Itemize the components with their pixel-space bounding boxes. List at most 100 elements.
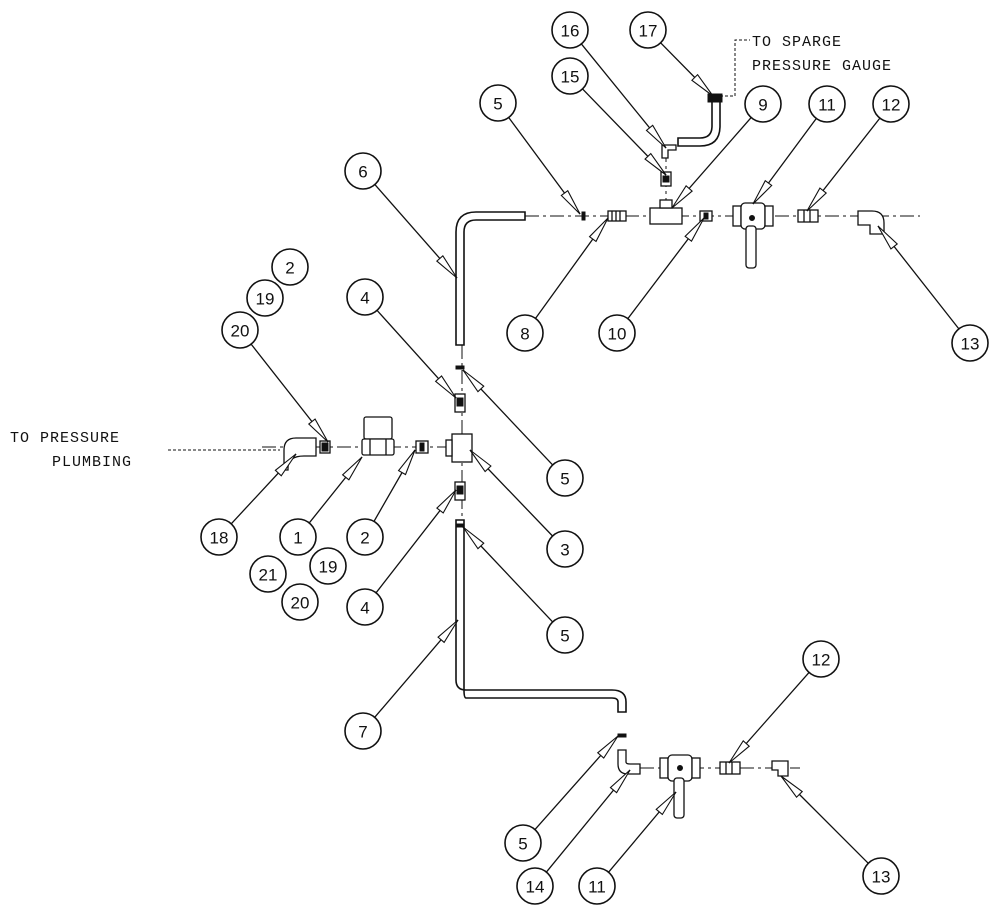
callout-label: 6 (358, 163, 367, 182)
arrowhead-c18 (274, 453, 297, 477)
callout-label: 4 (360, 599, 369, 618)
hose-barb-8 (607, 210, 627, 222)
callout-circle (249, 555, 287, 593)
valve-11-top (732, 202, 774, 269)
callout-c7: 7 (344, 712, 382, 750)
callout-circle (271, 248, 309, 286)
callout-c17: 17 (629, 11, 667, 49)
callout-c19b: 19 (309, 547, 347, 585)
sparge-note-line2: PRESSURE GAUGE (752, 58, 892, 75)
callout-c6: 6 (344, 152, 382, 190)
tee-3 (445, 433, 473, 463)
callout-label: 5 (560, 627, 569, 646)
arrowhead-c11b (655, 791, 677, 816)
callout-circle (598, 314, 636, 352)
callout-c20a: 20 (221, 311, 259, 349)
callout-label: 7 (358, 723, 367, 742)
clamp-upper (455, 365, 465, 370)
callout-label: 16 (561, 22, 580, 41)
callout-c1: 1 (279, 518, 317, 556)
callout-c13b: 13 (862, 857, 900, 895)
callout-c20b: 20 (281, 583, 319, 621)
pipe-upper-6 (455, 211, 526, 346)
adapter-12-top (797, 209, 819, 223)
arrowhead-c6 (435, 254, 458, 279)
arrowhead-c3 (469, 449, 492, 473)
arrowhead-c7 (437, 619, 459, 644)
callout-c11a: 11 (808, 85, 846, 123)
callout-circle (629, 11, 667, 49)
arrowhead-c2b (397, 449, 416, 476)
callout-c8: 8 (506, 314, 544, 352)
pressure-note-line2: PLUMBING (52, 454, 132, 471)
callout-label: 19 (319, 558, 338, 577)
callout-circle (808, 85, 846, 123)
callout-label: 15 (561, 68, 580, 87)
arrowhead-c17 (691, 73, 714, 97)
callout-circle (546, 616, 584, 654)
callout-c12b: 12 (802, 640, 840, 678)
callout-label: 12 (882, 96, 901, 115)
arrowhead-c5a (560, 189, 581, 215)
callout-label: 5 (518, 835, 527, 854)
tee-9 (649, 199, 683, 225)
arrowhead-c16 (645, 124, 667, 149)
callout-label: 14 (526, 878, 545, 897)
callout-label: 10 (608, 325, 627, 344)
elbow-14 (617, 749, 641, 775)
fitting-4-lower (454, 481, 466, 501)
arrowhead-c4a (434, 375, 457, 399)
callout-circle (504, 824, 542, 862)
arrowhead-c4b (436, 489, 457, 514)
nipple-2 (415, 440, 429, 454)
elbow-13-bottom (771, 760, 789, 777)
callout-circle (802, 640, 840, 678)
callout-circle (246, 279, 284, 317)
callout-label: 17 (639, 22, 658, 41)
callout-circle (744, 85, 782, 123)
clamp-lower (455, 523, 465, 528)
arrowhead-c8 (588, 217, 609, 243)
callout-circle (546, 459, 584, 497)
callout-c12a: 12 (872, 85, 910, 123)
callout-c13a: 13 (951, 324, 989, 362)
callout-c2b: 2 (346, 518, 384, 556)
arrowhead-c1 (341, 456, 363, 481)
arrowhead-c9 (671, 184, 693, 209)
callout-circle (344, 152, 382, 190)
callout-circle (344, 712, 382, 750)
callout-circle (346, 588, 384, 626)
arrowhead-c13b (780, 775, 804, 799)
leader-lines (230, 42, 960, 873)
arrowhead-c15 (644, 152, 667, 176)
callout-circle (200, 518, 238, 556)
clamp-top (581, 211, 586, 221)
callout-label: 9 (758, 96, 767, 115)
callout-circle (309, 547, 347, 585)
callout-circle (551, 57, 589, 95)
callout-label: 19 (256, 290, 275, 309)
pressure-note-line1: TO PRESSURE (10, 430, 120, 447)
callout-c18: 18 (200, 518, 238, 556)
adapter-12-bottom (719, 761, 741, 775)
callout-label: 3 (560, 541, 569, 560)
callout-c10: 10 (598, 314, 636, 352)
arrowhead-c14 (609, 769, 631, 794)
callout-c5b: 5 (546, 459, 584, 497)
callout-c4b: 4 (346, 588, 384, 626)
callout-label: 4 (360, 289, 369, 308)
fitting-17 (707, 93, 723, 103)
callout-label: 8 (520, 325, 529, 344)
callout-circle (281, 583, 319, 621)
callout-circle (506, 314, 544, 352)
callout-circle (221, 311, 259, 349)
callout-c14: 14 (516, 867, 554, 905)
callout-label: 2 (360, 529, 369, 548)
nipple-10 (699, 210, 713, 222)
arrowhead-c13a (877, 225, 899, 250)
sparge-note-line1: TO SPARGE (752, 34, 842, 51)
arrowhead-c20a (307, 418, 329, 443)
callout-label: 13 (961, 335, 980, 354)
callout-c16: 16 (551, 11, 589, 49)
